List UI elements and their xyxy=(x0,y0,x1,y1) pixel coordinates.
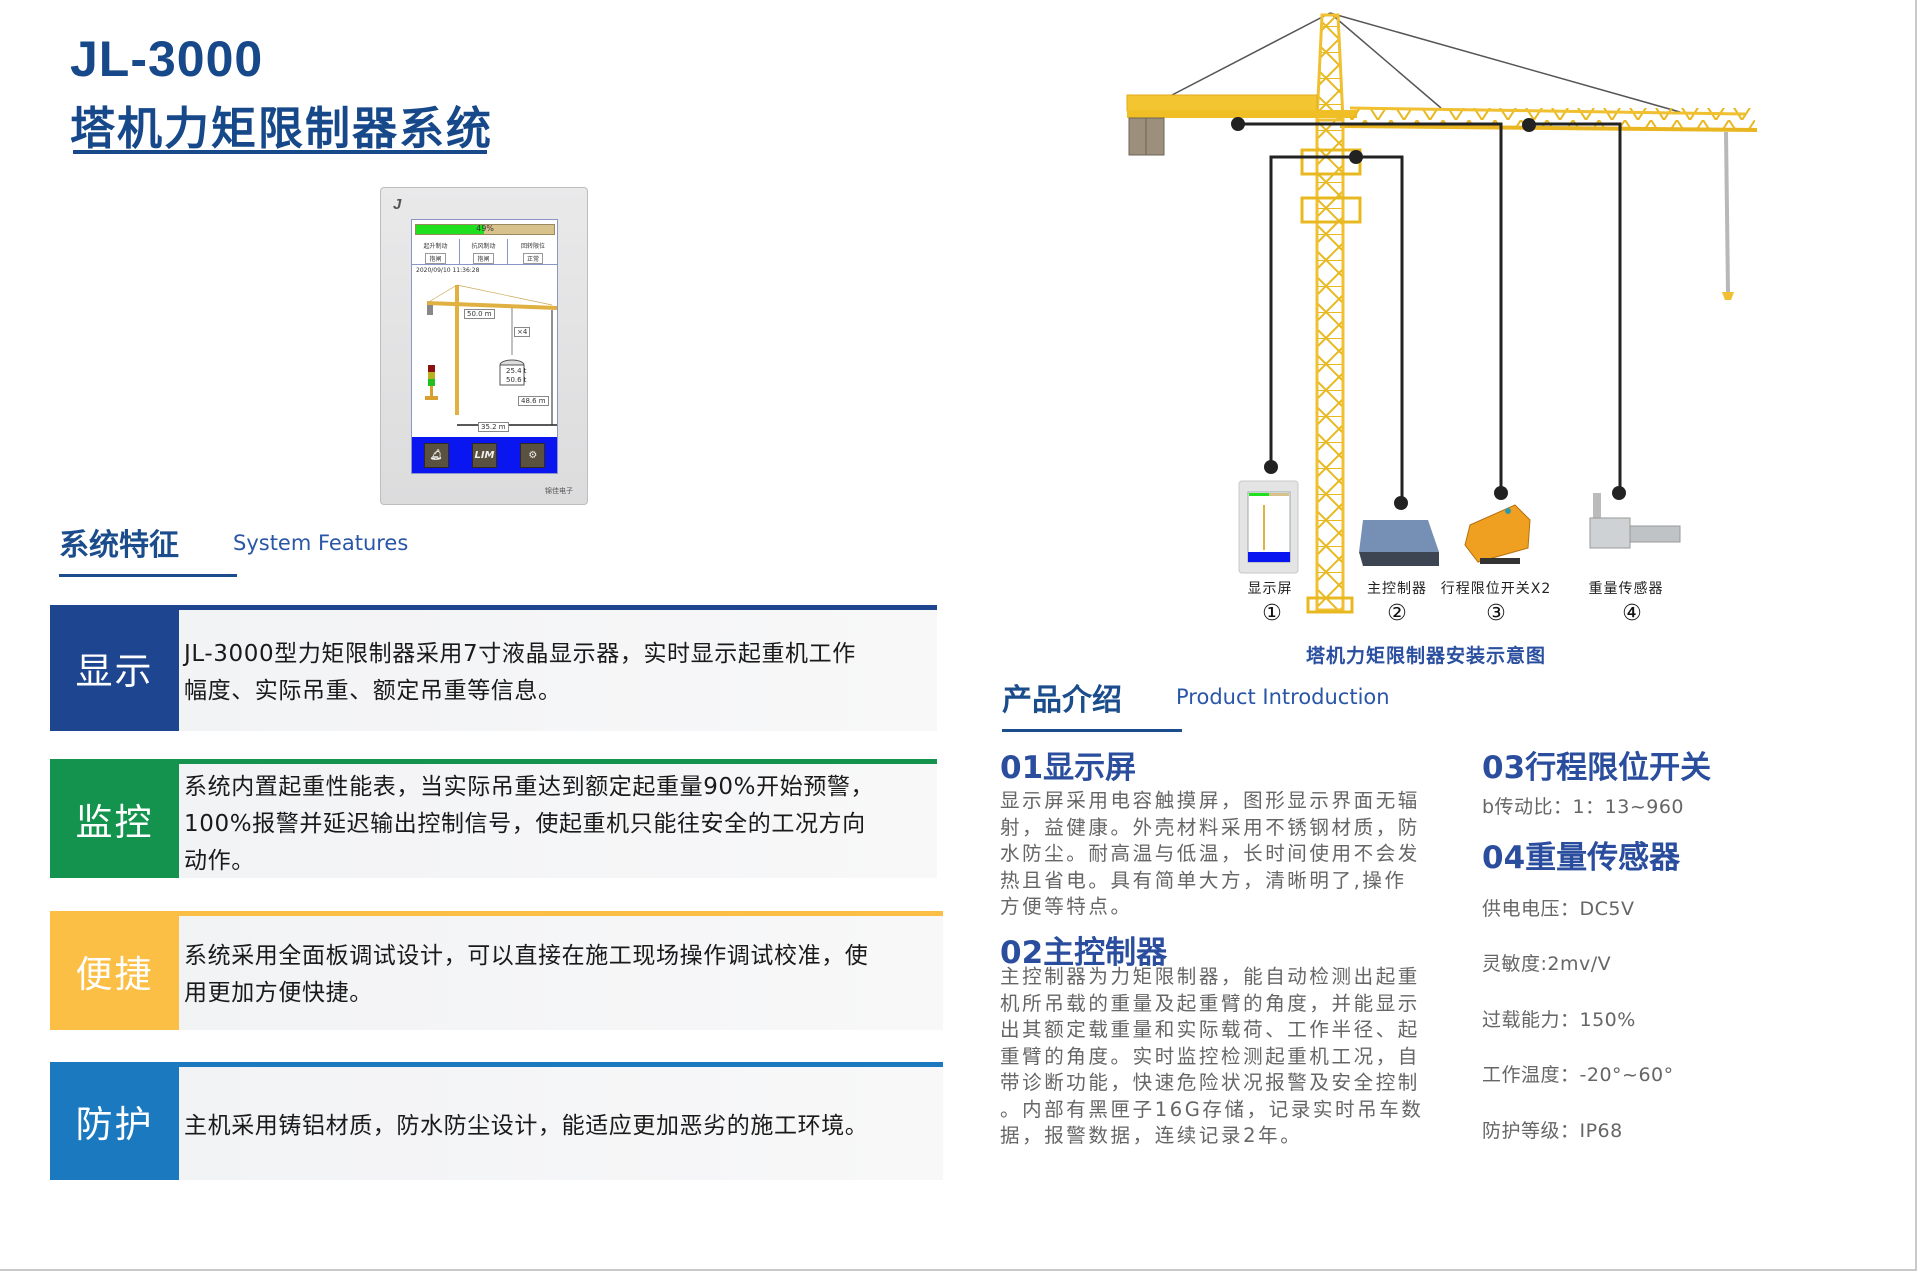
status-cell: 抗风制动抱闸 xyxy=(460,239,508,265)
cell-label: 回转限位 xyxy=(520,243,545,250)
spec-item: 供电电压：DC5V xyxy=(1482,898,1635,920)
lim-button[interactable]: LIM xyxy=(471,442,497,468)
section-body-controller: 主控制器为力矩限制器，能自动检测出起重机所吊载的重量及起重臂的角度，并能显示出其… xyxy=(1000,964,1423,1150)
crane-icon xyxy=(1126,12,1758,614)
body-line: 水防尘。耐高温与低温，长时间使用不会发 xyxy=(1000,842,1420,865)
actual-load-readout: 25.4 t xyxy=(506,367,527,375)
feature-text: 主机采用铸铝材质，防水防尘设计，能适应更加恶劣的施工环境。 xyxy=(179,1062,943,1180)
feature-label: 显示 xyxy=(50,605,179,731)
feature-label: 便捷 xyxy=(50,911,179,1030)
feature-convenience: 便捷 系统采用全面板调试设计，可以直接在施工现场操作调试校准，使用更加方便快捷。 xyxy=(50,911,943,1030)
body-line: 。内部有黑匣子16G存储，记录实时吊车数 xyxy=(1000,1097,1424,1121)
text-line: 系统采用全面板调试设计，可以直接在施工现场操作调试校准，使 xyxy=(184,943,869,969)
spec-item: 工作温度：-20°~60° xyxy=(1482,1064,1674,1086)
device-toolbar: 🔔︎ LIM ⚙ xyxy=(412,437,557,473)
cell-value: 抱闸 xyxy=(473,253,494,264)
section-body-display: 显示屏采用电容触摸屏，图形显示界面无辐射，益健康。外壳材料采用不锈钢材质，防水防… xyxy=(1000,788,1420,921)
component-number: ③ xyxy=(1486,601,1506,626)
device-brand: 锦佳电子 xyxy=(545,487,573,495)
body-line: 主控制器为力矩限制器，能自动检测出起重 xyxy=(1000,965,1420,988)
body-line: 方便等特点。 xyxy=(1000,895,1133,918)
component-label: 显示屏 xyxy=(1247,581,1293,597)
gear-icon[interactable]: ⚙ xyxy=(520,442,546,468)
status-cell: 起升制动抱闸 xyxy=(412,239,460,265)
datetime: 2020/09/10 11:36:28 xyxy=(416,267,480,274)
text-line: 幅度、实际吊重、额定吊重等信息。 xyxy=(184,678,562,704)
weight-sensor-icon xyxy=(1589,493,1681,549)
title-underline xyxy=(73,150,487,154)
section-title-controller: 02主控制器 xyxy=(1000,935,1168,971)
load-progress-fill xyxy=(416,225,484,234)
limit-switch-icon xyxy=(1464,504,1531,564)
crane-schematic xyxy=(425,284,558,426)
status-cell: 回转限位正常 xyxy=(508,239,558,265)
display-screen-icon xyxy=(1238,480,1299,574)
spec-item: 防护等级：IP68 xyxy=(1482,1120,1623,1142)
feature-label: 监控 xyxy=(50,759,179,878)
span-readout: 35.2 m xyxy=(478,422,509,432)
bell-icon[interactable]: 🔔︎ xyxy=(423,442,449,468)
feature-text: 系统内置起重性能表，当实际吊重达到额定起重量90%开始预警， 100%报警并延迟输… xyxy=(179,759,937,878)
ratio-readout: ×4 xyxy=(514,327,531,337)
height-readout: 48.6 m xyxy=(518,396,549,406)
display-device-image: J 49% 起升制动抱闸 抗风制动抱闸 回转限位正常 2020/09/10 11… xyxy=(380,187,588,505)
cell-label: 起升制动 xyxy=(423,243,448,250)
spec-item: 过载能力：150% xyxy=(1482,1009,1636,1031)
main-controller-icon xyxy=(1359,520,1439,566)
diagram-caption: 塔机力矩限制器安装示意图 xyxy=(1306,645,1547,667)
radius-readout: 50.0 m xyxy=(464,309,495,319)
feature-label: 防护 xyxy=(50,1062,179,1180)
body-line: 带诊断功能，快速危险状况报警及安全控制 xyxy=(1000,1071,1420,1094)
logo-icon: J xyxy=(393,196,402,213)
feature-display: 显示 JL-3000型力矩限制器采用7寸液晶显示器，实时显示起重机工作幅度、实际… xyxy=(50,605,937,731)
section-title-limit-switch: 03行程限位开关 xyxy=(1482,750,1712,786)
model-title: JL-3000 xyxy=(70,31,264,87)
feature-text: 系统采用全面板调试设计，可以直接在施工现场操作调试校准，使用更加方便快捷。 xyxy=(179,911,943,1030)
spec-item: b传动比：1：13~960 xyxy=(1482,796,1685,818)
text-line: 用更加方便快捷。 xyxy=(184,980,373,1006)
text-line: 系统内置起重性能表，当实际吊重达到额定起重量90%开始预警， xyxy=(184,774,875,800)
connection-points xyxy=(1231,117,1626,510)
feature-text: JL-3000型力矩限制器采用7寸液晶显示器，实时显示起重机工作幅度、实际吊重、… xyxy=(179,605,937,731)
component-label: 重量传感器 xyxy=(1588,581,1664,597)
wiring-lines xyxy=(1238,122,1622,503)
device-screen: 49% 起升制动抱闸 抗风制动抱闸 回转限位正常 2020/09/10 11:3… xyxy=(411,219,558,474)
page-title: 塔机力矩限制器系统 xyxy=(70,102,494,155)
rated-load-readout: 50.6 t xyxy=(506,376,527,384)
text-line: 100%报警并延迟输出控制信号，使起重机只能往安全的工况方向 xyxy=(184,811,866,837)
product-title: 产品介绍 xyxy=(1002,683,1122,718)
cell-value: 抱闸 xyxy=(425,253,446,264)
body-line: 出其额定载重量和实际载荷、工作半径、起 xyxy=(1000,1018,1420,1041)
cell-label: 抗风制动 xyxy=(471,243,496,250)
body-line: 射，益健康。外壳材料采用不锈钢材质，防 xyxy=(1000,815,1420,839)
body-line: 机所吊载的重量及起重臂的角度，并能显示 xyxy=(1000,991,1420,1015)
feature-monitor: 监控 系统内置起重性能表，当实际吊重达到额定起重量90%开始预警， 100%报警并… xyxy=(50,759,937,878)
section-title-weight-sensor: 04重量传感器 xyxy=(1482,840,1681,876)
text-line: JL-3000型力矩限制器采用7寸液晶显示器，实时显示起重机工作 xyxy=(184,641,856,667)
features-underline xyxy=(59,574,237,577)
component-label: 行程限位开关X2 xyxy=(1440,581,1552,597)
component-label: 主控制器 xyxy=(1367,581,1427,597)
load-percent-label: 49% xyxy=(476,224,494,233)
product-underline xyxy=(1002,729,1182,732)
body-line: 据，报警数据，连续记录2年。 xyxy=(1000,1124,1303,1147)
features-subtitle: System Features xyxy=(233,531,409,555)
product-subtitle: Product Introduction xyxy=(1176,685,1390,709)
component-number: ④ xyxy=(1622,601,1642,626)
cell-value: 正常 xyxy=(522,253,543,264)
crane-installation-diagram xyxy=(1126,12,1758,614)
body-line: 显示屏采用电容触摸屏，图形显示界面无辐 xyxy=(1000,789,1420,812)
spec-item: 灵敏度:2mv/V xyxy=(1482,953,1612,975)
load-progress-bar: 49% xyxy=(415,224,555,235)
component-number: ① xyxy=(1262,601,1282,626)
text-line: 主机采用铸铝材质，防水防尘设计，能适应更加恶劣的施工环境。 xyxy=(184,1113,869,1139)
text-line: 动作。 xyxy=(184,848,255,874)
feature-protection: 防护 主机采用铸铝材质，防水防尘设计，能适应更加恶劣的施工环境。 xyxy=(50,1062,943,1180)
features-title: 系统特征 xyxy=(59,528,179,563)
component-number: ② xyxy=(1387,601,1407,626)
body-line: 热且省电。具有简单大方，清晰明了,操作 xyxy=(1000,868,1407,892)
section-title-display: 01显示屏 xyxy=(1000,750,1137,786)
body-line: 重臂的角度。实时监控检测起重机工况，自 xyxy=(1000,1044,1420,1068)
